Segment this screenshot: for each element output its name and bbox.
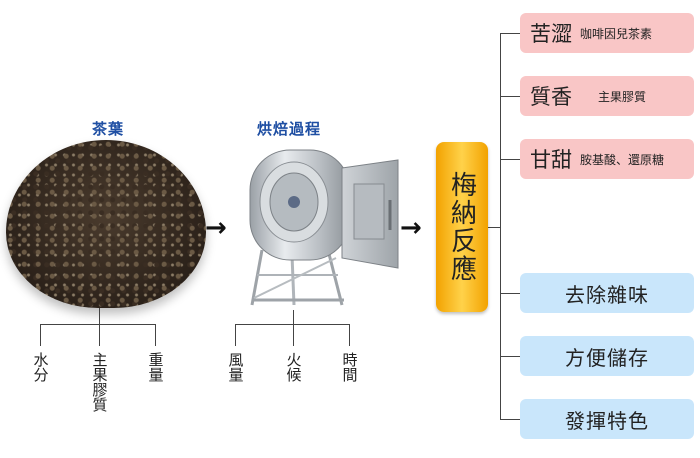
result-bitter-astringent: 苦澀 咖啡因兒茶素 [520, 13, 694, 53]
roast-bracket-drop-3 [349, 324, 350, 346]
roaster-machine-image [249, 149, 399, 306]
tea-factor-weight: 重量 [146, 352, 165, 382]
tea-bracket-bar [40, 324, 156, 325]
roast-bracket-drop-2 [293, 324, 294, 346]
benefit-easy-storage: 方便儲存 [520, 336, 694, 376]
arrow-right-2: → [400, 213, 422, 243]
tree-trunk [500, 33, 501, 419]
benefit-remove-off-flavors: 去除雜味 [520, 273, 694, 313]
roast-bracket-bar [235, 324, 350, 325]
branch-2 [500, 96, 520, 97]
tea-leaves-caption: 茶葉 [92, 120, 125, 138]
result-detail: 主果膠質 [598, 89, 647, 104]
branch-6 [500, 419, 520, 420]
tea-leaves-image [6, 140, 206, 308]
arrow-right-1: → [205, 213, 227, 243]
tea-bracket-drop-3 [155, 324, 156, 346]
branch-5 [500, 356, 520, 357]
tree-connector [488, 227, 500, 228]
tea-factor-pectin: 主果膠質 [90, 352, 109, 412]
roast-bracket-drop-1 [235, 324, 236, 346]
roast-bracket-stem [293, 310, 294, 324]
branch-3 [500, 159, 520, 160]
tea-bracket-drop-1 [40, 324, 41, 346]
result-aroma: 質香 主果膠質 [520, 76, 694, 116]
maillard-reaction-box: 梅納反應 [436, 142, 488, 312]
result-detail: 胺基酸、還原糖 [580, 152, 665, 167]
branch-1 [500, 33, 520, 34]
branch-4 [500, 293, 520, 294]
result-label: 甘甜 [530, 148, 572, 172]
tea-bracket-drop-2 [99, 324, 100, 346]
roast-factor-heat: 火候 [284, 352, 303, 382]
result-label: 質香 [530, 85, 572, 109]
result-label: 苦澀 [530, 22, 572, 46]
tea-factor-moisture: 水分 [31, 352, 50, 382]
roast-factor-time: 時間 [340, 352, 359, 382]
result-detail: 咖啡因兒茶素 [580, 26, 653, 41]
maillard-reaction-label: 梅納反應 [446, 171, 477, 283]
result-sweetness: 甘甜 胺基酸、還原糖 [520, 139, 694, 179]
roast-factor-airflow: 風量 [226, 352, 245, 382]
tea-bracket-stem [99, 308, 100, 324]
benefit-bring-out-character: 發揮特色 [520, 399, 694, 439]
roasting-caption: 烘焙過程 [257, 120, 322, 138]
